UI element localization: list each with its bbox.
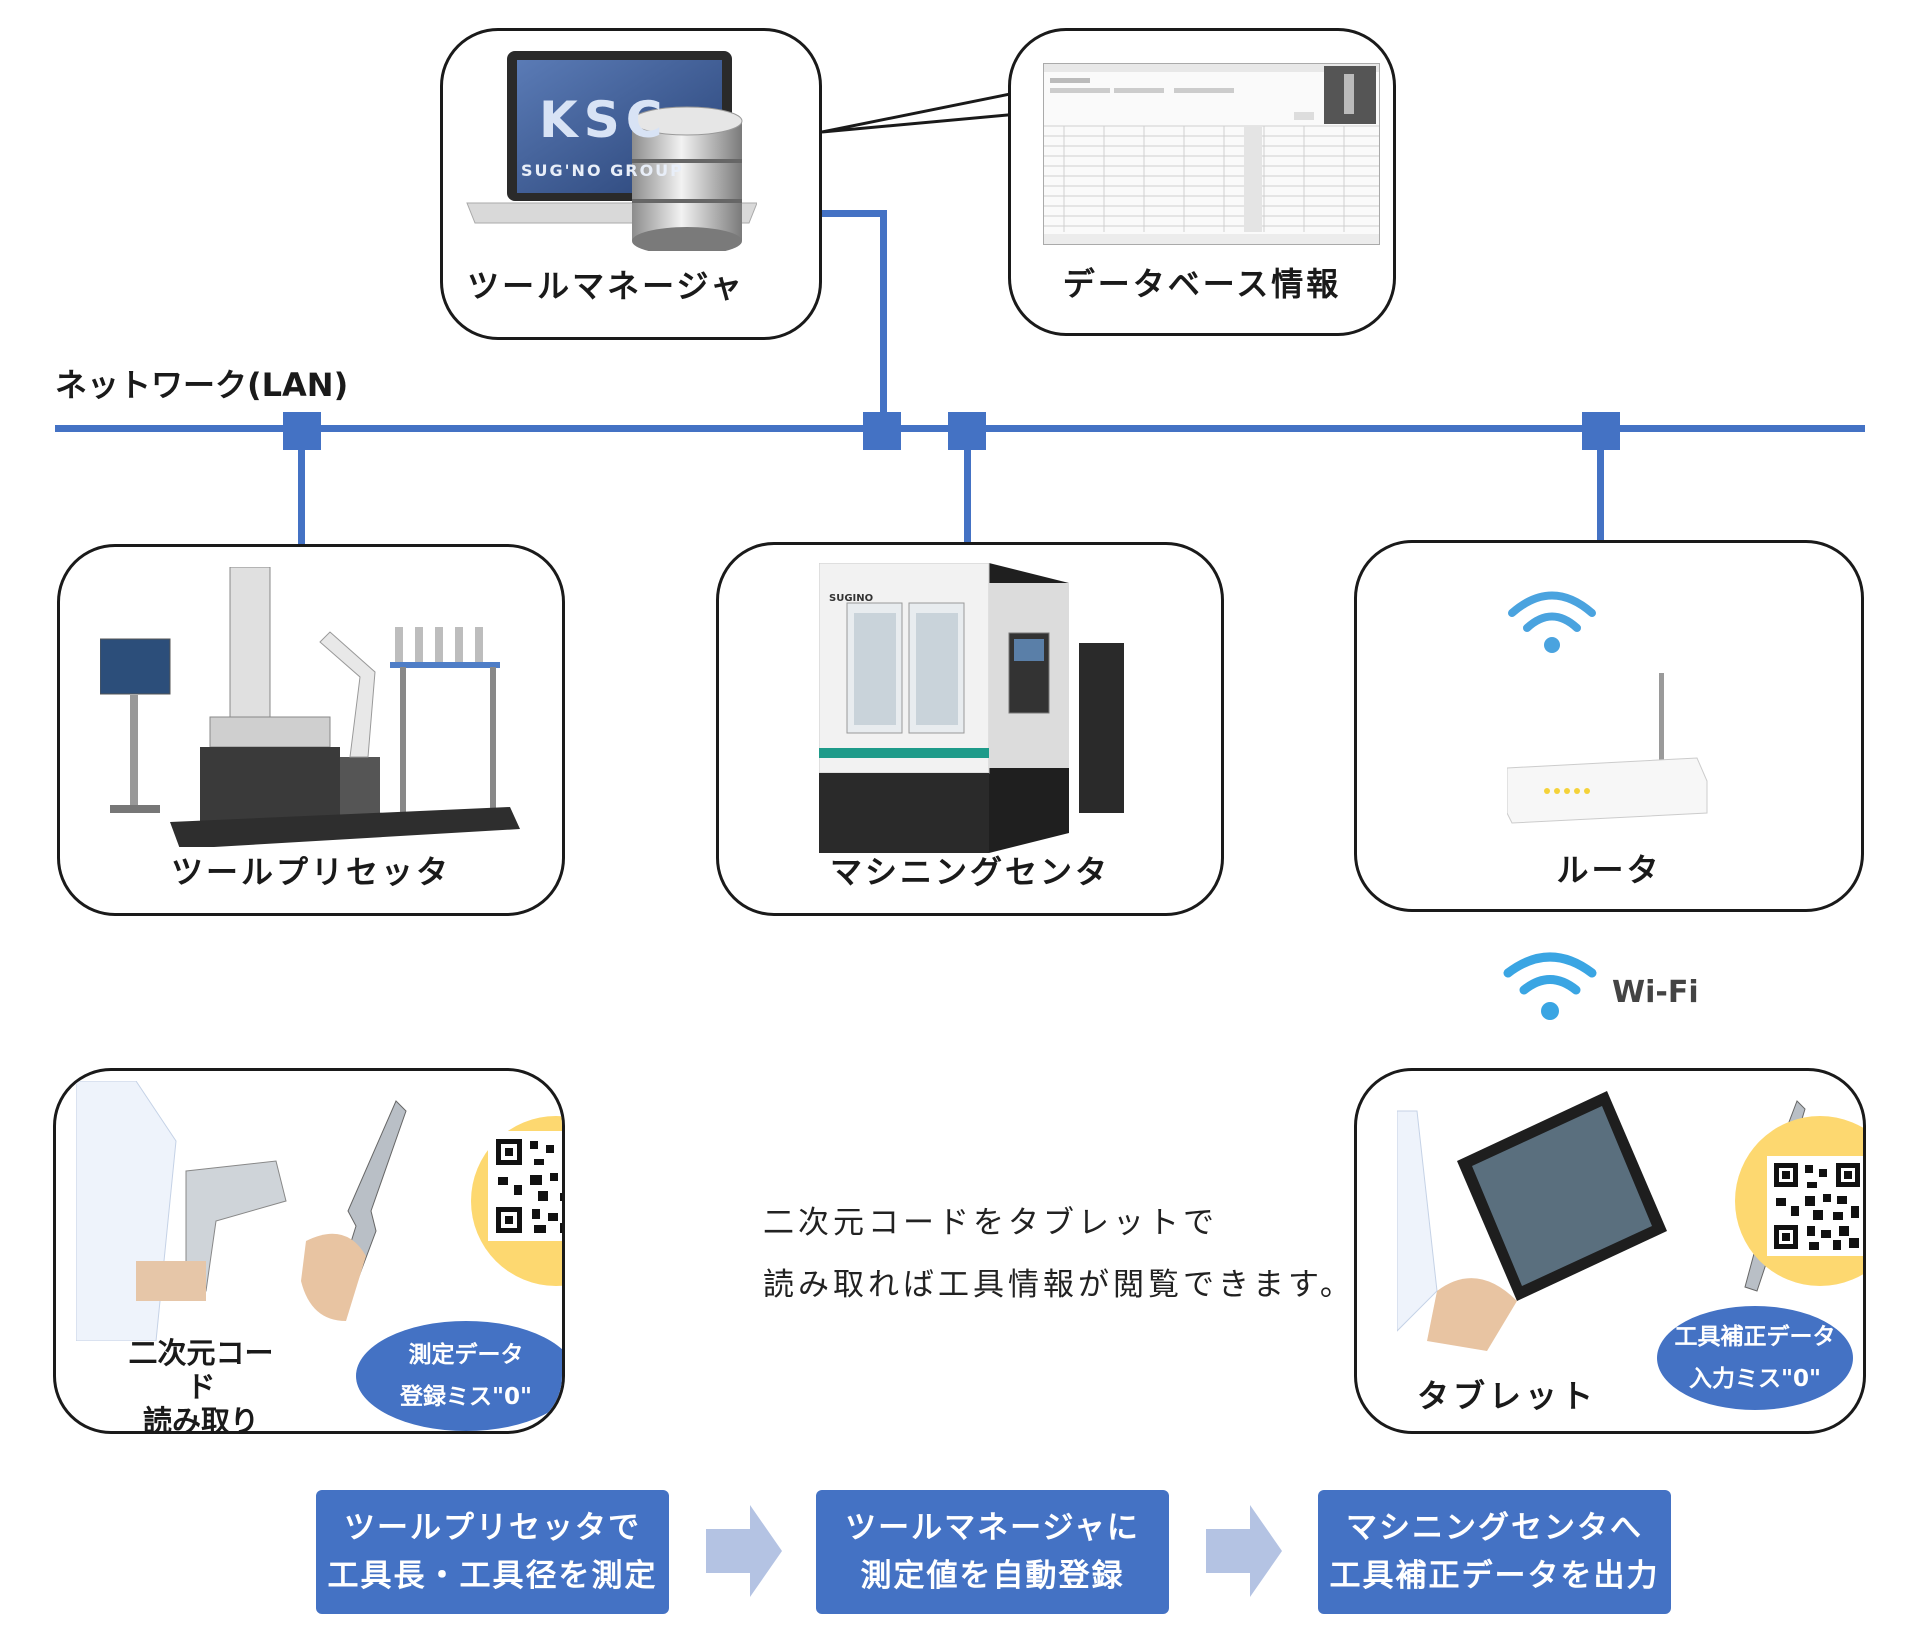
tool-manager-label: ツールマネージャ xyxy=(467,267,745,305)
presetter-cabinet xyxy=(200,747,340,822)
router-body xyxy=(1507,757,1708,824)
flow-step-line: 工具補正データを出力 xyxy=(1329,1558,1660,1594)
flow-step-output: マシニングセンタへ 工具補正データを出力 xyxy=(1318,1490,1671,1614)
tablet-box: 工具補正データ 入力ミス"0" タブレット xyxy=(1354,1068,1866,1434)
lan-connector xyxy=(1582,412,1620,450)
scanner-illustration xyxy=(76,1081,407,1341)
flow-step-line: ツールプリセッタで xyxy=(344,1510,641,1546)
lan-connector xyxy=(863,412,901,450)
presetter-column xyxy=(229,567,271,718)
machine-green-stripe xyxy=(819,748,989,758)
tool-presetter-illustration xyxy=(100,567,520,847)
presetter-drop-line xyxy=(298,428,305,544)
badge-line: 測定データ xyxy=(408,1342,524,1368)
database-table-thumbnail xyxy=(1043,63,1380,245)
label-line: 読み取り xyxy=(142,1404,259,1434)
description-line: 二次元コードをタブレットで xyxy=(763,1205,1218,1241)
qr-code-icon xyxy=(488,1131,562,1241)
database-info-label: データベース情報 xyxy=(1062,265,1342,303)
flow-step-line: ツールマネージャに xyxy=(845,1510,1140,1546)
flow-arrow-icon xyxy=(706,1505,782,1597)
tool-rack xyxy=(390,662,500,668)
badge-line: 工具補正データ xyxy=(1674,1324,1836,1350)
manager-drop-line xyxy=(880,210,887,430)
badge-line: 入力ミス"0" xyxy=(1689,1366,1821,1392)
tablet-label: タブレット xyxy=(1417,1377,1598,1415)
wifi-icon xyxy=(1503,952,1597,1020)
flow-step-measure: ツールプリセッタで 工具長・工具径を測定 xyxy=(316,1490,669,1614)
tool-presetter-label: ツールプリセッタ xyxy=(170,853,451,891)
worker-sleeve xyxy=(76,1081,177,1341)
presetter-base xyxy=(170,807,520,847)
registration-error-badge: 測定データ 登録ミス"0" xyxy=(356,1321,562,1431)
machining-center-illustration xyxy=(819,563,1124,853)
worker-sleeve xyxy=(1397,1110,1438,1332)
router-antenna xyxy=(1659,673,1664,773)
description-line: 読み取れば工具情報が閲覧できます。 xyxy=(763,1267,1355,1303)
router-illustration xyxy=(1507,591,1708,824)
ksc-logo: KSC xyxy=(539,91,669,149)
machining-brand-text: SUGINO xyxy=(829,593,874,604)
router-drop-line xyxy=(1597,428,1604,542)
center-description: 二次元コードをタブレットで 読み取れば工具情報が閲覧できます。 xyxy=(763,1192,1355,1316)
label-line: 二次元コード xyxy=(128,1336,274,1404)
wifi-icon xyxy=(1508,591,1596,632)
router-box: ルータ xyxy=(1354,540,1864,912)
qr-scan-label: 二次元コード 読み取り xyxy=(116,1336,286,1434)
flow-step-line: マシニングセンタへ xyxy=(1346,1510,1643,1546)
flow-arrow-icon xyxy=(1206,1505,1282,1597)
database-icon xyxy=(631,106,743,251)
presetter-monitor xyxy=(100,638,171,695)
network-label: ネットワーク(LAN) xyxy=(55,366,349,404)
qr-scan-box: 測定データ 登録ミス"0" 二次元コード 読み取り xyxy=(53,1068,565,1434)
database-info-box: データベース情報 xyxy=(1008,28,1396,336)
flow-step-line: 工具長・工具径を測定 xyxy=(327,1558,658,1594)
tablet-screen xyxy=(1472,1106,1652,1286)
router-label: ルータ xyxy=(1556,851,1662,889)
hand xyxy=(301,1233,366,1321)
input-error-badge: 工具補正データ 入力ミス"0" xyxy=(1657,1306,1853,1410)
qr-code-icon xyxy=(1767,1156,1863,1256)
laptop-database-illustration xyxy=(466,51,757,251)
flow-step-line: 測定値を自動登録 xyxy=(860,1558,1125,1594)
sugino-brand-text: SUG'NO GROUP xyxy=(521,161,684,180)
machining-center-label: マシニングセンタ xyxy=(829,853,1110,891)
tool-manager-box: KSC SUG'NO GROUP ツールマネージャ xyxy=(440,28,822,340)
badge-line: 登録ミス"0" xyxy=(400,1384,532,1410)
callout-pointer xyxy=(821,86,1042,134)
tool-presetter-box: ツールプリセッタ xyxy=(57,544,565,916)
lan-connector xyxy=(283,412,321,450)
flow-step-register: ツールマネージャに 測定値を自動登録 xyxy=(816,1490,1169,1614)
machining-center-box: SUGINO マシニングセンタ xyxy=(716,542,1224,916)
wifi-label: Wi-Fi xyxy=(1612,975,1699,1010)
manager-drop-line xyxy=(822,210,887,217)
robot-arm xyxy=(319,631,376,758)
machining-drop-line xyxy=(964,428,971,542)
lan-connector xyxy=(948,412,986,450)
